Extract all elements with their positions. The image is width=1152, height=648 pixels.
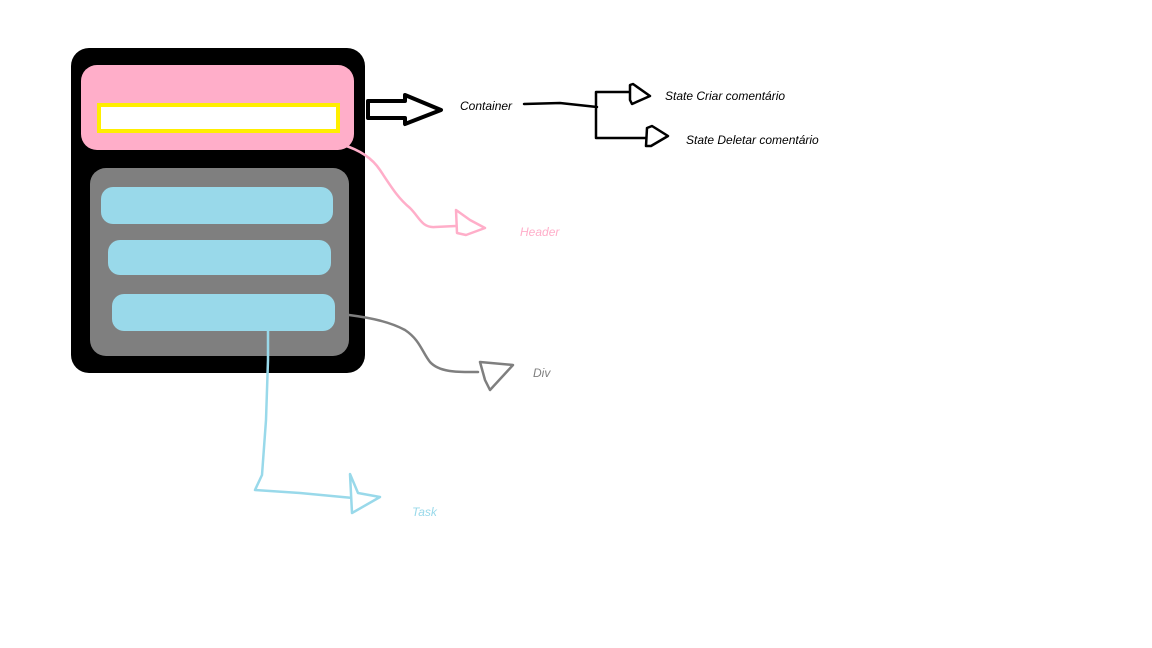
state-connector [522,90,650,140]
header-input [97,103,340,133]
task-item [108,240,331,275]
state-deletar-label: State Deletar comentário [686,133,819,147]
task-item [101,187,333,224]
header-connector [341,143,458,229]
task-label: Task [412,505,437,519]
task-item [112,294,335,331]
task-connector [253,329,355,500]
state-deletar-arrowhead [644,124,670,148]
div-label: Div [533,366,551,380]
container-label: Container [460,99,513,113]
div-arrowhead [478,360,515,392]
container-arrow [366,93,443,126]
header-label: Header [520,225,560,239]
state-criar-label: State Criar comentário [665,89,786,103]
header-arrowhead [454,208,487,237]
state-criar-arrowhead [628,82,652,106]
task-arrowhead [348,472,382,515]
div-connector [347,313,480,374]
